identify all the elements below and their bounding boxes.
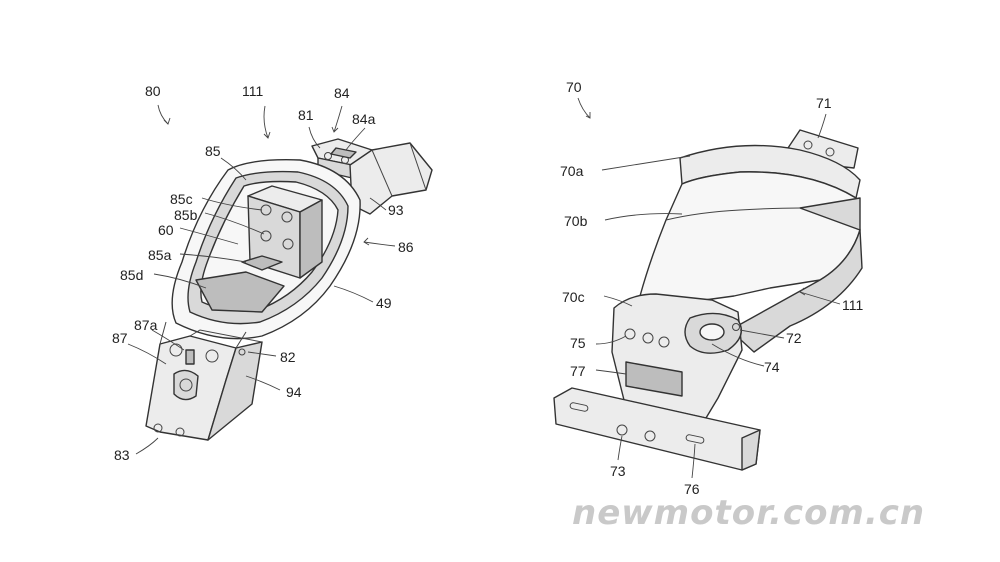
label-83: 83 [114,447,130,463]
label-81: 81 [298,107,314,123]
plate-94 [207,341,263,441]
label-80: 80 [145,83,161,99]
left-labels: 80 111 84 81 84a 85 85c 85b 60 85a 85d 9… [112,83,414,463]
label-71: 71 [816,95,832,111]
label-82: 82 [280,349,296,365]
label-75: 75 [570,335,586,351]
label-60: 60 [158,222,174,238]
label-85: 85 [205,143,221,159]
label-77: 77 [570,363,586,379]
right-labels: 70 71 70a 70b 111 70c 72 75 74 77 73 76 [560,79,863,497]
label-85b: 85b [174,207,198,223]
label-93: 93 [388,202,404,218]
label-86: 86 [398,239,414,255]
label-70a: 70a [560,163,584,179]
right-assembly [553,129,863,471]
label-73: 73 [610,463,626,479]
side-panel-111 [729,229,863,353]
left-assembly [145,138,433,441]
label-85d: 85d [120,267,143,283]
left-leaders [127,104,396,455]
label-85c: 85c [170,191,193,207]
label-87a: 87a [134,317,158,333]
label-87: 87 [112,330,128,346]
label-94: 94 [286,384,302,400]
label-85a: 85a [148,247,172,263]
label-111: 111 [242,83,263,99]
label-76: 76 [684,481,700,497]
label-84a: 84a [352,111,376,127]
label-74: 74 [764,359,780,375]
label-111-right: 111 [842,297,863,313]
label-84: 84 [334,85,350,101]
plate-77 [625,361,683,397]
label-72: 72 [786,330,802,346]
watermark: newmotor.com.cn [572,493,925,533]
label-70c: 70c [562,289,585,305]
bezel-70c [611,293,743,419]
label-70: 70 [566,79,582,95]
label-49: 49 [376,295,392,311]
label-70b: 70b [564,213,588,229]
right-leaders [577,97,841,479]
